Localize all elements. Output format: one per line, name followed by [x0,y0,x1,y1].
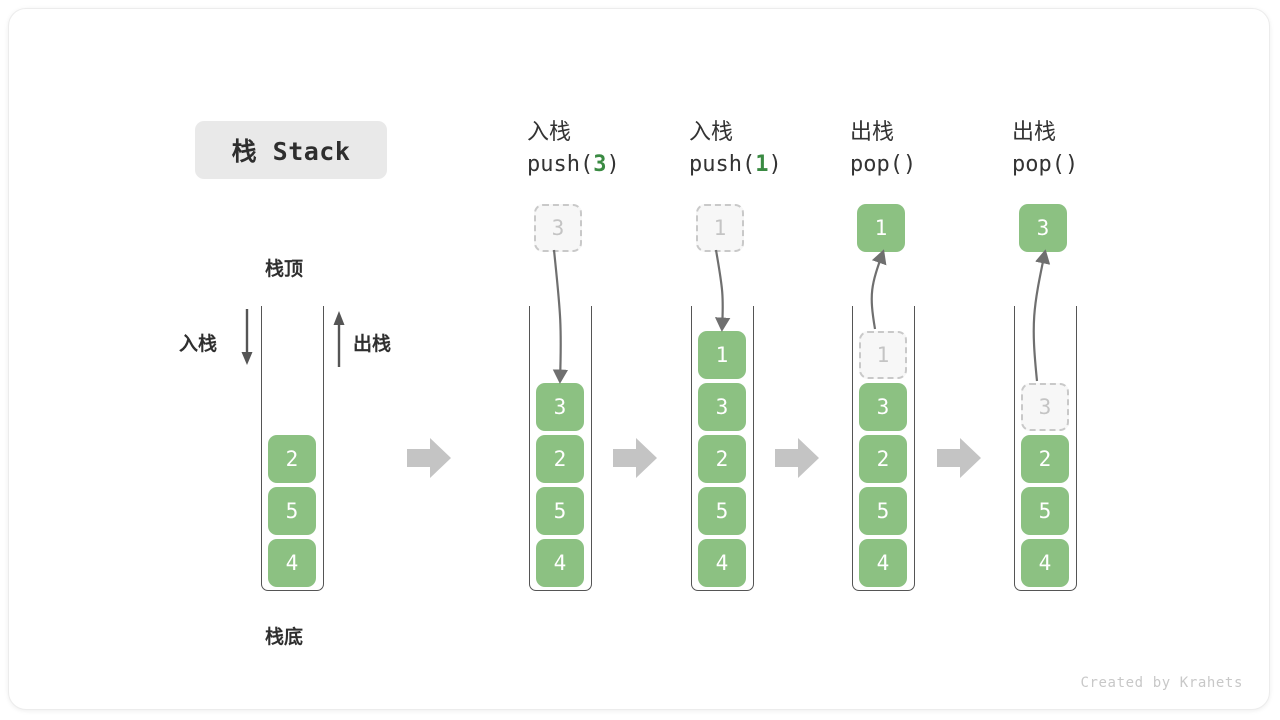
stack-item-removed: 3 [1021,383,1069,431]
stack-container [852,306,915,591]
step-header: 入栈 push(3) [527,117,687,181]
step-operation-label: 入栈 [527,120,572,145]
popped-value: 1 [857,204,905,252]
flow-arrow-icon-1 [407,438,451,478]
step-operation-argument: 1 [755,151,769,177]
step-operation-label: 入栈 [689,120,734,145]
stack-item: 4 [536,539,584,587]
stack-item: 2 [698,435,746,483]
stack-item: 5 [859,487,907,535]
step-header: 出栈 pop() [1012,117,1172,181]
stack-item: 2 [268,435,316,483]
push-arrow-icon [714,249,731,332]
stack-item: 3 [859,383,907,431]
stack-item: 4 [698,539,746,587]
stack-container [1014,306,1077,591]
stack-item: 3 [536,383,584,431]
step-operation-code: pop() [850,151,917,177]
stack-item: 2 [859,435,907,483]
stack-item: 5 [1021,487,1069,535]
step-operation-label: 出栈 [1012,120,1057,145]
flow-arrow-icon-4 [937,438,981,478]
push-arrow-icon [552,249,569,384]
credit-text: Created by Krahets [1080,675,1243,691]
pending-push-value: 1 [696,204,744,252]
pending-push-value: 3 [534,204,582,252]
stack-bottom-label: 栈底 [265,626,304,648]
pop-arrow-icon [870,249,887,330]
stack-item-removed: 1 [859,331,907,379]
stack-item: 4 [859,539,907,587]
stack-container-initial [261,306,324,591]
step-header: 出栈 pop() [850,117,1010,181]
step-operation-code: push(1) [689,151,782,177]
stack-item: 4 [1021,539,1069,587]
push-direction-arrow-icon [241,309,253,365]
stack-item: 5 [536,487,584,535]
step-operation-label: 出栈 [850,120,895,145]
stack-top-label: 栈顶 [265,258,304,280]
pop-direction-label: 出栈 [353,333,392,355]
diagram-card: 栈 Stack Created by Krahets 栈顶 栈底 入栈 出栈 2… [8,8,1270,710]
pop-arrow-icon [1032,249,1051,382]
step-operation-code: push(3) [527,151,620,177]
stack-item: 5 [698,487,746,535]
stack-item: 1 [698,331,746,379]
step-header: 入栈 push(1) [689,117,849,181]
stack-item: 5 [268,487,316,535]
stack-container [529,306,592,591]
flow-arrow-icon-2 [613,438,657,478]
stack-item: 3 [698,383,746,431]
stack-item: 2 [1021,435,1069,483]
stack-item: 4 [268,539,316,587]
step-operation-argument: 3 [593,151,607,177]
stack-container [691,306,754,591]
popped-value: 3 [1019,204,1067,252]
pop-direction-arrow-icon [333,311,345,367]
stack-item: 2 [536,435,584,483]
flow-arrow-icon-3 [775,438,819,478]
push-direction-label: 入栈 [179,333,218,355]
step-operation-code: pop() [1012,151,1079,177]
page-title: 栈 Stack [195,121,387,179]
